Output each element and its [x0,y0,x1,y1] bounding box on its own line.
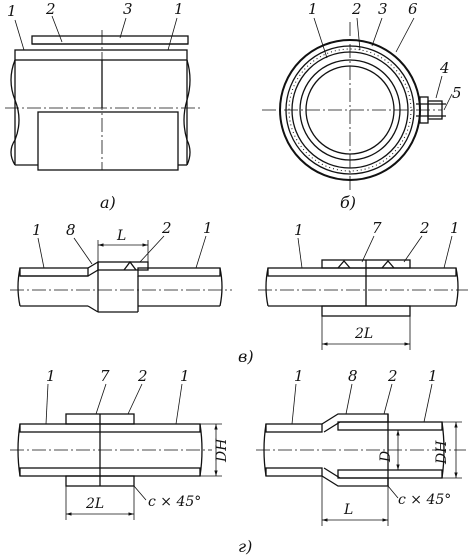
callout-v-left-1b: 1 [203,219,213,237]
callout-a-3: 3 [123,0,133,18]
callout-g-right-8: 8 [348,367,358,385]
callout-b-1: 1 [308,0,318,18]
chamfer-g-left: c × 45° [148,494,201,510]
callout-b-3: 3 [378,0,388,18]
callout-v-left-8: 8 [66,221,76,239]
callout-g-left-2: 2 [137,367,148,385]
dimension-g-left-DH: DH [214,438,230,463]
callout-g-right-1b: 1 [428,367,438,385]
callout-v-right-2: 2 [419,219,430,237]
caption-v: в) [238,347,254,366]
panel-g-right: D DH L c × 45° 1 8 2 1 [256,367,466,526]
callout-b-4: 4 [439,59,450,77]
dimension-g-right-D: D [378,451,394,463]
callout-g-right-2: 2 [387,367,398,385]
callout-v-left-2: 2 [161,219,172,237]
panel-b: 1 2 3 6 4 5 б) [262,0,462,212]
callout-b-5: 5 [452,84,462,102]
callout-g-right-1a: 1 [294,367,304,385]
caption-a: а) [100,193,116,212]
callout-v-right-7: 7 [372,219,382,237]
callout-v-right-1a: 1 [294,221,304,239]
panel-g-left: DH 2L c × 45° 1 7 2 1 [10,367,230,520]
caption-g: г) [238,537,252,556]
callout-a-1-left: 1 [7,2,17,20]
callout-b-6: 6 [408,0,418,18]
chamfer-g-right: c × 45° [398,492,451,508]
callout-a-2: 2 [45,0,56,18]
panel-v-left: L 1 8 2 1 [10,219,232,313]
callout-g-left-1b: 1 [180,367,190,385]
dimension-v-right-2L: 2L [354,326,373,342]
callout-v-right-1b: 1 [450,219,460,237]
callout-v-left-1a: 1 [32,221,42,239]
callout-b-2: 2 [351,0,362,18]
panel-a: 1 2 3 1 а) [5,0,200,212]
dimension-g-right-L: L [343,502,353,518]
panel-v-right: 2L 1 7 2 1 [258,219,468,350]
callout-a-1-right: 1 [174,0,184,18]
callout-g-left-7: 7 [100,367,110,385]
dimension-g-right-DH: DH [434,440,450,465]
callout-g-left-1a: 1 [46,367,56,385]
dimension-v-left-L: L [116,228,126,244]
caption-b: б) [340,193,356,212]
dimension-g-left-2L: 2L [85,496,104,512]
